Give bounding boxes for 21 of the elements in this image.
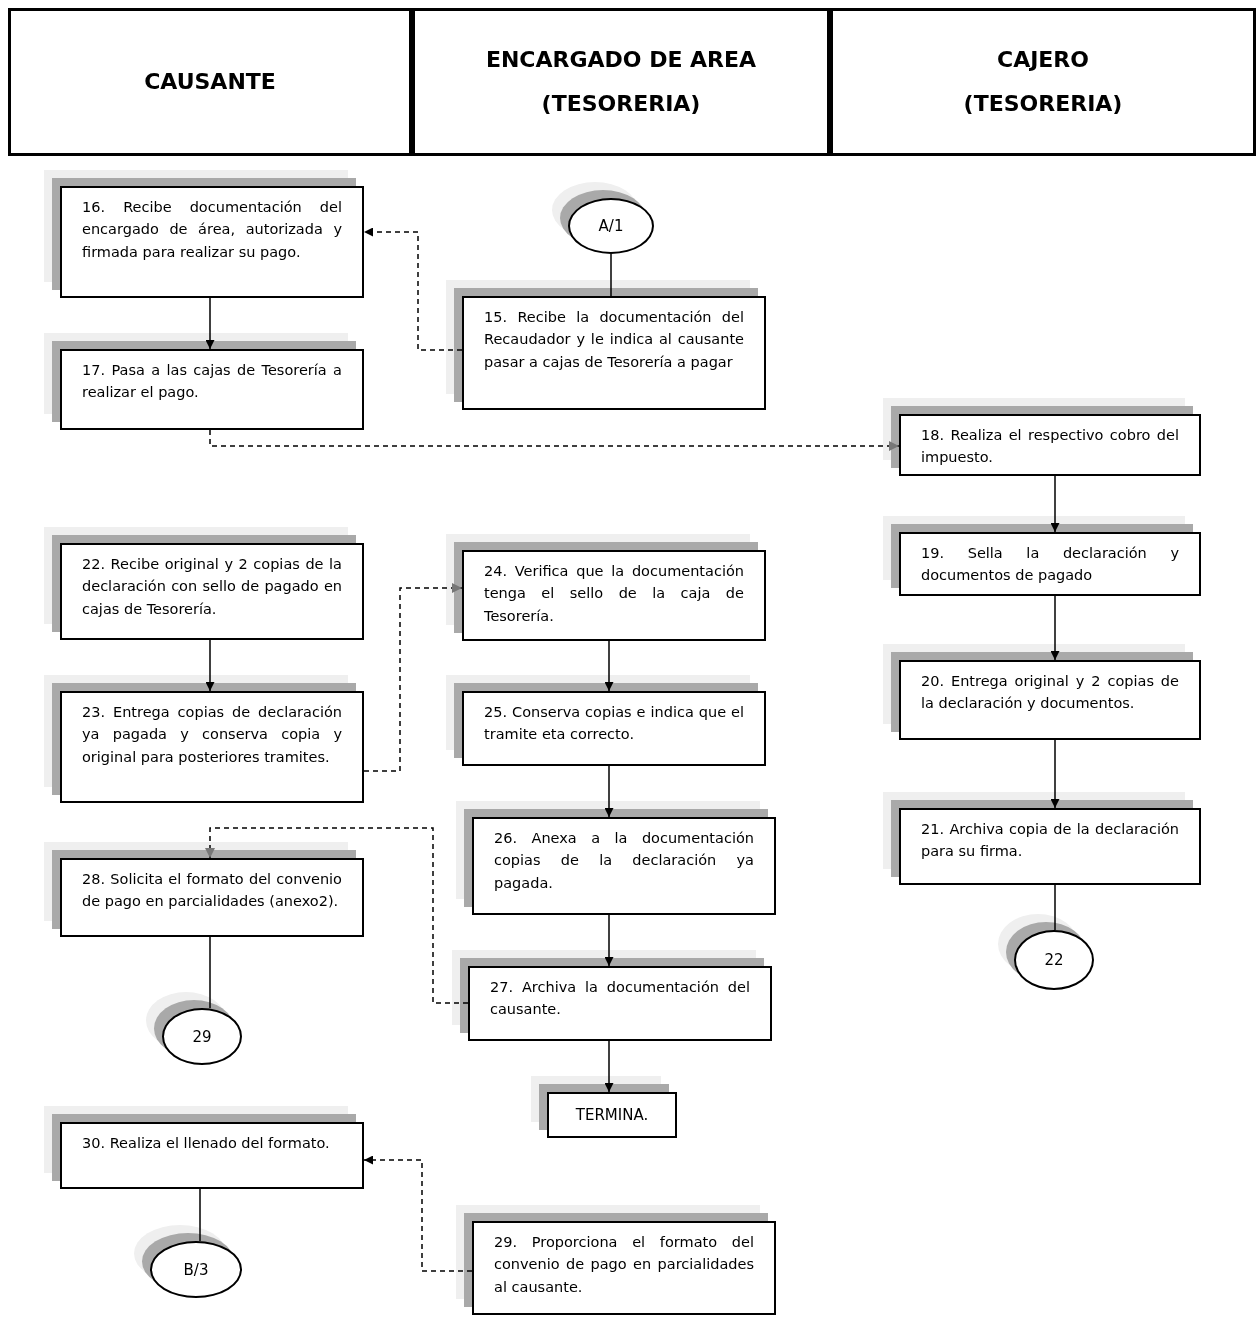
connector-line: [1054, 884, 1056, 931]
arrow: [1050, 475, 1060, 533]
arrow: [209, 429, 900, 451]
arrow: [1050, 739, 1060, 809]
arrow: [1050, 595, 1060, 661]
arrow: [205, 297, 215, 350]
arrow: [604, 765, 614, 818]
arrow: [604, 1040, 614, 1093]
connector-line: [209, 936, 211, 1009]
column-header: ENCARGADO DE AREA (TESORERIA): [412, 8, 830, 156]
arrow: [205, 827, 469, 1004]
column-header: CAUSANTE: [8, 8, 412, 156]
arrow: [363, 227, 463, 351]
arrow: [604, 914, 614, 967]
arrow: [205, 639, 215, 692]
arrow: [604, 640, 614, 692]
column-header: CAJERO (TESORERIA): [830, 8, 1256, 156]
arrow: [363, 1155, 473, 1272]
connector-line: [199, 1188, 201, 1242]
arrow: [363, 583, 463, 772]
connector-line: [610, 253, 612, 297]
